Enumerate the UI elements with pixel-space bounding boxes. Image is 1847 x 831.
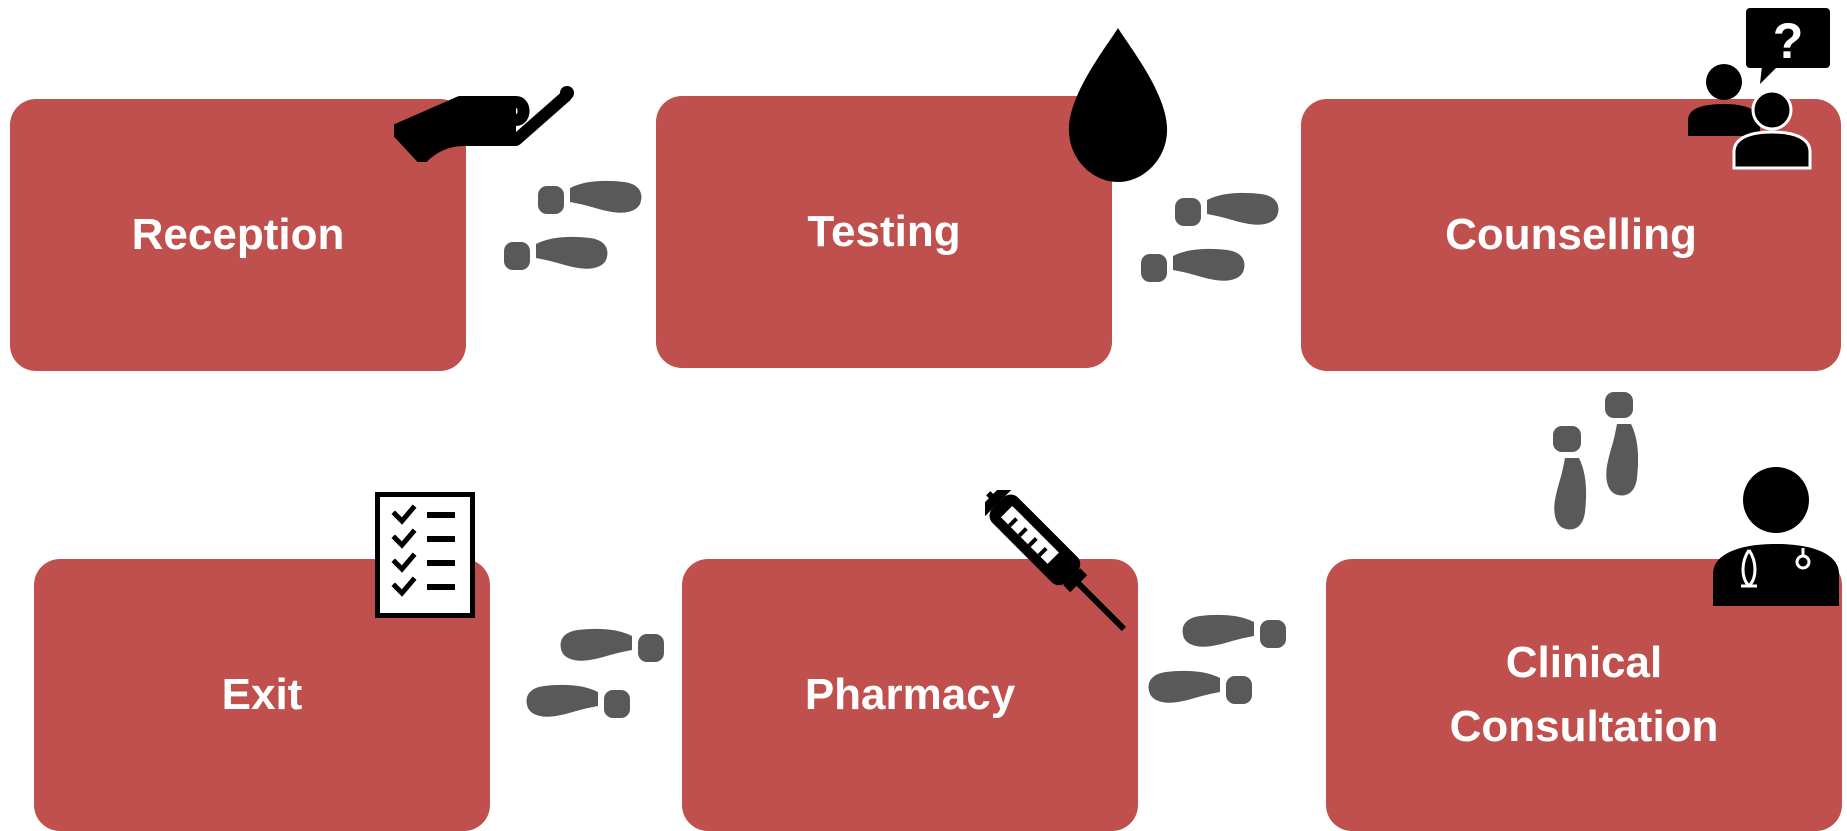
footprint <box>1141 248 1245 282</box>
step-label-line: Clinical <box>1505 638 1663 688</box>
footprints-icon <box>1553 392 1639 530</box>
footprints-icon <box>1148 614 1286 704</box>
footprint <box>1605 392 1639 496</box>
footprint <box>1175 192 1279 226</box>
step-label: Testing <box>807 207 961 257</box>
step-label: Pharmacy <box>804 670 1016 720</box>
footprint <box>1553 426 1587 530</box>
footprint <box>526 684 630 718</box>
step-testing-box: Testing <box>656 96 1112 368</box>
step-reception-box: Reception <box>10 99 466 371</box>
checklist-icon <box>375 492 475 618</box>
step-pharmacy-box: Pharmacy <box>682 559 1138 831</box>
hand-icon <box>394 86 574 162</box>
step-label: Clinical Consultation <box>1450 631 1719 759</box>
footprint <box>504 236 608 270</box>
step-label: Exit <box>221 670 303 720</box>
footprint <box>1148 670 1252 704</box>
svg-text:?: ? <box>1773 13 1804 69</box>
footprints-icon <box>1141 192 1279 282</box>
step-label-line: Consultation <box>1449 702 1719 751</box>
counselling-icon: ? <box>1688 8 1830 170</box>
syringe-icon <box>985 490 1127 632</box>
footprint <box>1182 614 1286 648</box>
step-label: Counselling <box>1445 210 1697 260</box>
step-exit-box: Exit <box>34 559 490 831</box>
footprints-icon <box>526 628 664 718</box>
blood-drop-icon <box>1068 28 1168 182</box>
footprint <box>538 180 642 214</box>
footprints-icon <box>504 180 642 270</box>
step-label: Reception <box>131 210 345 260</box>
doctor-icon <box>1713 467 1839 606</box>
footprint <box>560 628 664 662</box>
